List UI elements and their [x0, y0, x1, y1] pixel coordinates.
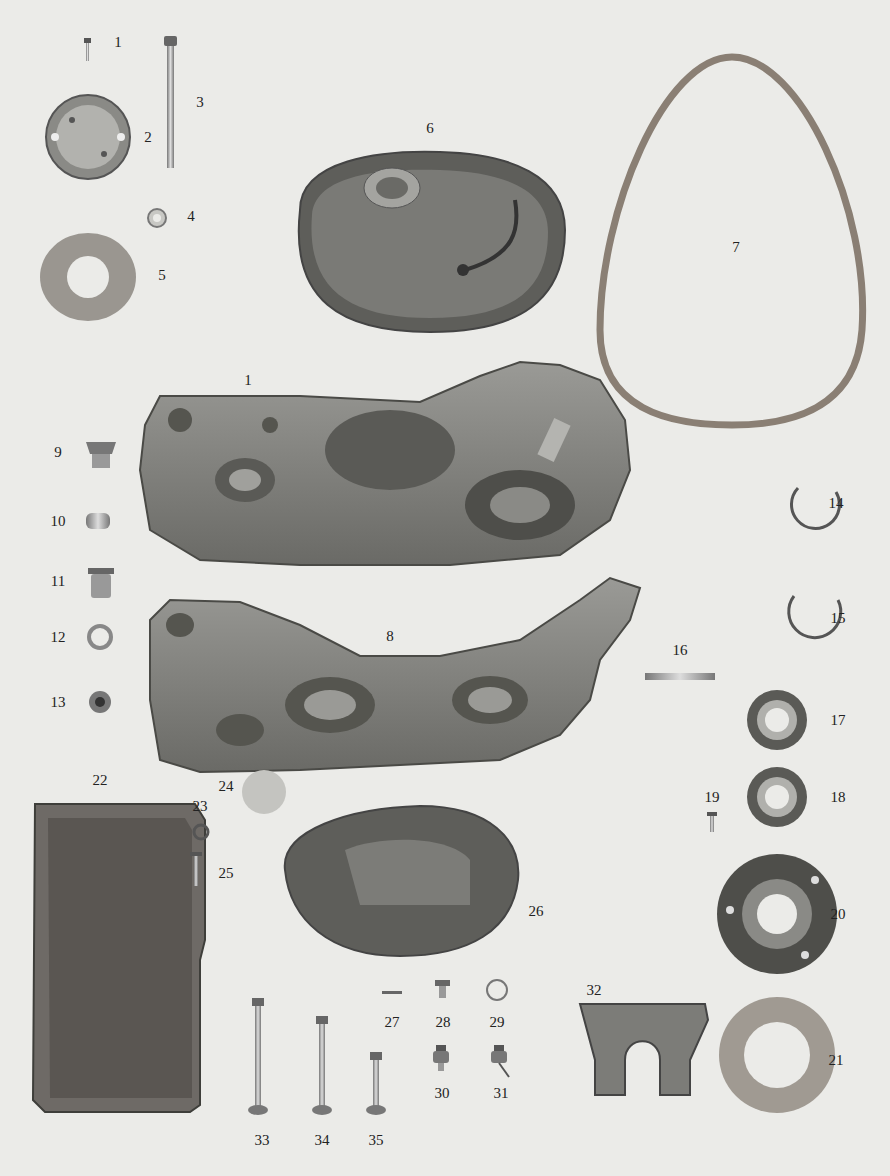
callout-number: 18 — [829, 789, 848, 806]
callout-number: 17 — [829, 712, 848, 729]
callout-number: 11 — [49, 573, 67, 590]
callout-number: 26 — [527, 903, 546, 920]
callout-number: 1 — [112, 34, 124, 51]
callout-number: 23 — [191, 798, 210, 815]
callout-number: 33 — [253, 1132, 272, 1149]
callout-number: 5 — [156, 267, 168, 284]
callout-number: 4 — [185, 208, 197, 225]
callout-number: 34 — [313, 1132, 332, 1149]
callout-number: 19 — [703, 789, 722, 806]
callout-number: 27 — [383, 1014, 402, 1031]
callout-number: 10 — [49, 513, 68, 530]
callout-number: 16 — [671, 642, 690, 659]
callout-number: 35 — [367, 1132, 386, 1149]
callout-number: 2 — [142, 129, 154, 146]
callout-number: 31 — [492, 1085, 511, 1102]
callout-number: 29 — [488, 1014, 507, 1031]
callout-number: 9 — [52, 444, 64, 461]
callout-number: 30 — [433, 1085, 452, 1102]
callout-number: 21 — [827, 1052, 846, 1069]
callout-number: 12 — [49, 629, 68, 646]
callout-number: 1 — [242, 372, 254, 389]
callout-number: 7 — [730, 239, 742, 256]
callout-number: 22 — [91, 772, 110, 789]
callout-number: 14 — [827, 495, 846, 512]
callout-number: 8 — [384, 628, 396, 645]
callout-number: 32 — [585, 982, 604, 999]
callout-number: 15 — [829, 610, 848, 627]
callout-number: 3 — [194, 94, 206, 111]
callout-number: 20 — [829, 906, 848, 923]
callout-number: 28 — [434, 1014, 453, 1031]
callout-number: 24 — [217, 778, 236, 795]
callout-number: 6 — [424, 120, 436, 137]
callout-number: 25 — [217, 865, 236, 882]
callout-number: 13 — [49, 694, 68, 711]
